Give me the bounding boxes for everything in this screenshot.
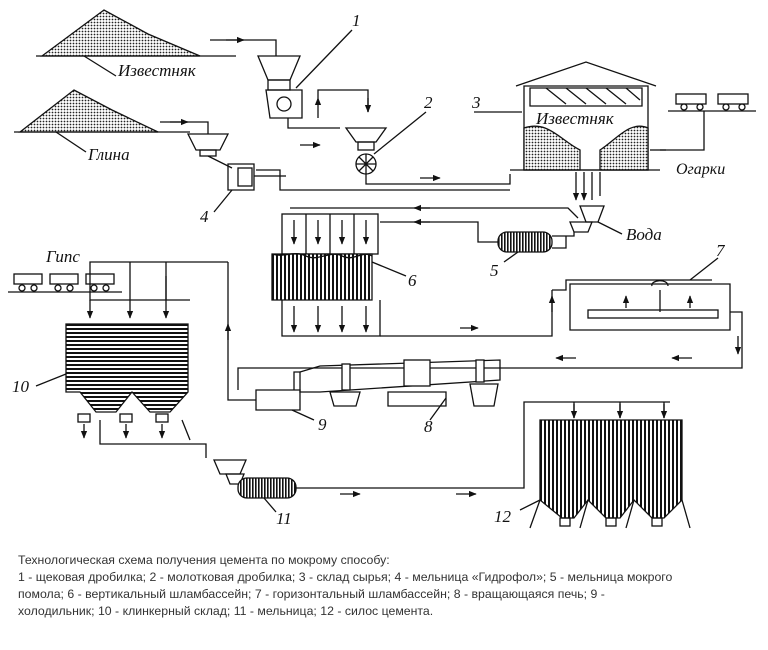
leader-9 — [291, 409, 315, 421]
cement-mill — [213, 459, 297, 499]
limestone-leader — [83, 55, 117, 77]
caption-line-3: помола; 6 - вертикальный шламбассейн; 7 … — [18, 587, 605, 601]
number-5: 5 — [490, 261, 499, 280]
number-1: 1 — [352, 11, 361, 30]
gypsum-wagons — [8, 273, 122, 293]
leader-6 — [371, 261, 407, 277]
leader-12 — [519, 499, 541, 511]
leader-8 — [429, 397, 447, 421]
leader-5 — [503, 251, 519, 263]
caption-line-2: 1 - щековая дробилка; 2 - молотковая дро… — [18, 570, 673, 584]
cinders-wagons — [668, 93, 756, 112]
hammer-crusher — [344, 127, 388, 175]
limestone-conveyor — [210, 39, 277, 56]
clay-label: Глина — [87, 145, 130, 164]
cinders-label: Огарки — [676, 161, 725, 178]
jaw-crusher — [257, 55, 303, 119]
horizontal-slurry-basin — [569, 280, 731, 331]
caption-line-4: холодильник; 10 - клинкерный склад; 11 -… — [18, 604, 434, 618]
number-3: 3 — [471, 93, 481, 112]
limestone-label: Известняк — [117, 61, 197, 80]
limestone-pile — [36, 9, 236, 57]
water-leader — [597, 221, 623, 235]
number-9: 9 — [318, 415, 327, 434]
rotary-kiln — [299, 359, 501, 407]
number-6: 6 — [408, 271, 417, 290]
process-diagram: Известняк Глина Известняк Огарки Вода Ги… — [8, 9, 756, 529]
clinker-store — [65, 262, 207, 458]
gypsum-label: Гипс — [45, 247, 80, 266]
raw-material-store — [510, 61, 660, 171]
number-2: 2 — [424, 93, 433, 112]
clinker-cooler — [255, 371, 301, 411]
hydrofol-mill — [186, 133, 270, 191]
number-10: 10 — [12, 377, 30, 396]
leader-4 — [213, 189, 233, 213]
leader-2 — [373, 111, 427, 155]
number-11: 11 — [276, 509, 292, 528]
vertical-slurry-basin — [271, 213, 381, 337]
clay-leader — [55, 131, 87, 153]
leader-7 — [689, 257, 719, 281]
number-12: 12 — [494, 507, 512, 526]
wet-grinding-mill — [497, 231, 575, 253]
leader-10 — [35, 373, 67, 387]
number-7: 7 — [716, 241, 726, 260]
clay-pile — [14, 89, 190, 133]
caption-line-1: Технологическая схема получения цемента … — [18, 553, 390, 567]
leader-1 — [295, 29, 353, 89]
number-4: 4 — [200, 207, 209, 226]
diagram-caption: Технологическая схема получения цемента … — [18, 552, 758, 620]
cement-silos — [529, 402, 691, 529]
water-label: Вода — [626, 225, 662, 244]
store-limestone-label: Известняк — [535, 109, 615, 128]
leader-11 — [263, 497, 277, 513]
number-8: 8 — [424, 417, 433, 436]
